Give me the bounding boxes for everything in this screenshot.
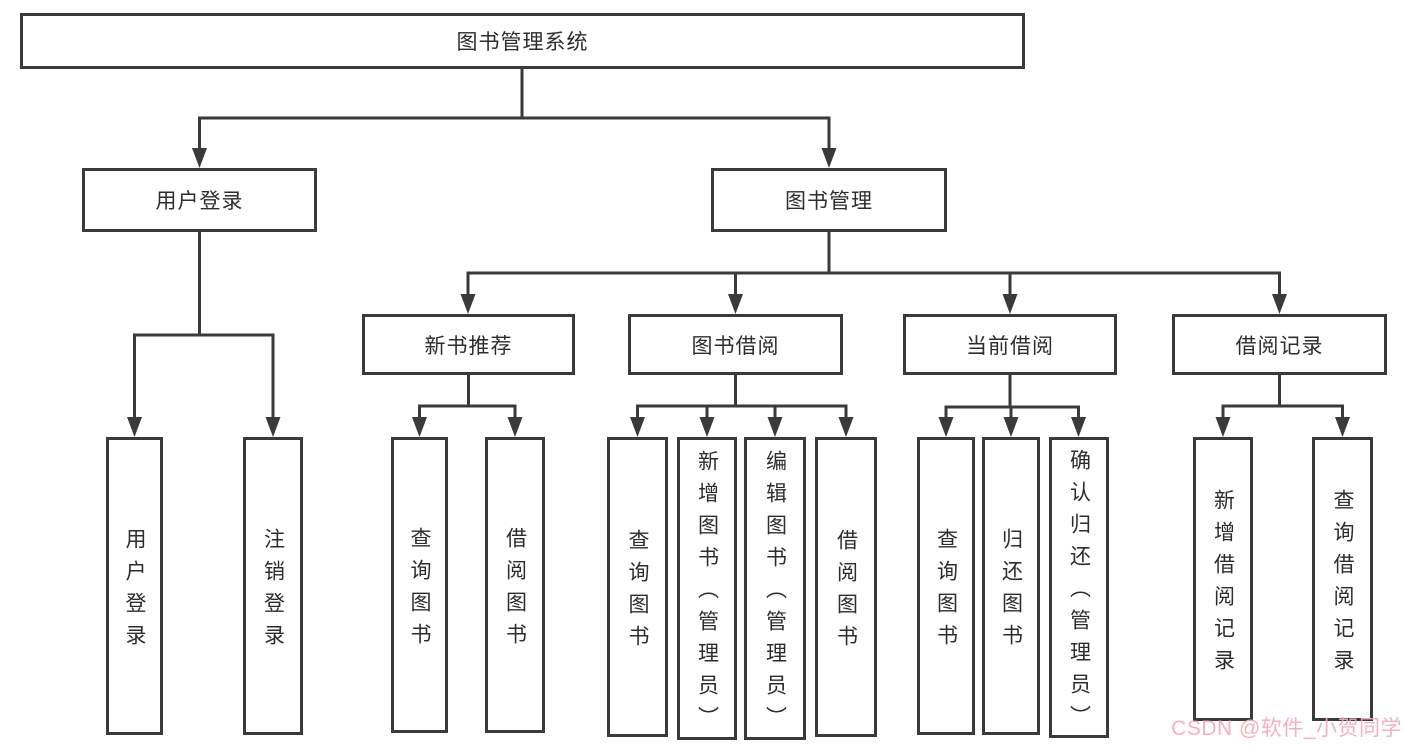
node-new-book-recommendation-label: 新书推荐	[424, 334, 513, 358]
node-book-management: 图书管理	[711, 168, 947, 232]
node-leaf-br-add-record-label: 新增借阅记录	[1211, 488, 1235, 681]
node-leaf-bb-borrow-book: 借阅图书	[815, 437, 877, 737]
node-leaf-cb-return-book: 归还图书	[982, 437, 1040, 735]
connector-bookmgmt-to-level2	[460, 232, 1287, 314]
node-leaf-user-login-label: 用户登录	[123, 527, 146, 656]
connector-book-borrow-group	[630, 375, 854, 437]
node-borrowing-records-label: 借阅记录	[1235, 334, 1324, 358]
node-leaf-rec-borrow-book: 借阅图书	[485, 437, 545, 733]
node-leaf-bb-query-book: 查询图书	[607, 437, 668, 737]
node-leaf-cb-confirm-return-admin-label: 确认归还（管理员）	[1067, 449, 1091, 737]
node-leaf-bb-add-book-admin: 新增图书（管理员）	[677, 437, 737, 740]
connector-borrow-records-group	[1215, 375, 1350, 437]
node-book-management-label: 图书管理	[785, 190, 873, 213]
node-leaf-cb-query-book: 查询图书	[917, 437, 975, 735]
node-library-management-system-label: 图书管理系统	[456, 31, 589, 54]
node-new-book-recommendation: 新书推荐	[362, 314, 575, 375]
node-current-borrowing: 当前借阅	[903, 314, 1117, 375]
csdn-watermark: CSDN @软件_小贺同学	[1171, 717, 1402, 740]
node-leaf-rec-borrow-book-label: 借阅图书	[503, 526, 527, 655]
node-leaf-rec-query-book: 查询图书	[391, 437, 448, 733]
connector-user-login-group	[127, 232, 281, 437]
node-leaf-bb-edit-book-admin-label: 编辑图书（管理员）	[763, 450, 787, 738]
node-book-borrowing: 图书借阅	[628, 314, 843, 375]
node-leaf-bb-query-book-label: 查询图书	[626, 528, 649, 657]
node-user-login-label: 用户登录	[155, 190, 244, 213]
node-leaf-bb-borrow-book-label: 借阅图书	[834, 528, 858, 657]
node-leaf-br-query-record-label: 查询借阅记录	[1331, 488, 1354, 681]
node-leaf-bb-edit-book-admin: 编辑图书（管理员）	[744, 437, 806, 740]
node-leaf-rec-query-book-label: 查询图书	[408, 526, 431, 655]
node-user-login: 用户登录	[82, 168, 317, 232]
node-leaf-cb-return-book-label: 归还图书	[999, 527, 1023, 656]
node-leaf-logout-label: 注销登录	[261, 527, 285, 656]
node-leaf-user-login: 用户登录	[106, 437, 163, 735]
node-leaf-bb-add-book-admin-label: 新增图书（管理员）	[695, 450, 719, 738]
node-leaf-logout: 注销登录	[243, 437, 303, 735]
node-leaf-br-add-record: 新增借阅记录	[1193, 437, 1253, 721]
node-leaf-cb-query-book-label: 查询图书	[934, 527, 958, 656]
connector-new-book-group	[412, 375, 523, 437]
node-library-management-system: 图书管理系统	[20, 13, 1025, 69]
node-current-borrowing-label: 当前借阅	[966, 334, 1054, 358]
node-leaf-br-query-record: 查询借阅记录	[1312, 437, 1373, 721]
node-book-borrowing-label: 图书借阅	[691, 334, 780, 358]
connector-current-borrow-group	[938, 375, 1086, 437]
node-leaf-cb-confirm-return-admin: 确认归还（管理员）	[1049, 437, 1109, 738]
node-borrowing-records: 借阅记录	[1172, 314, 1387, 375]
connector-root-to-level1	[192, 69, 837, 168]
